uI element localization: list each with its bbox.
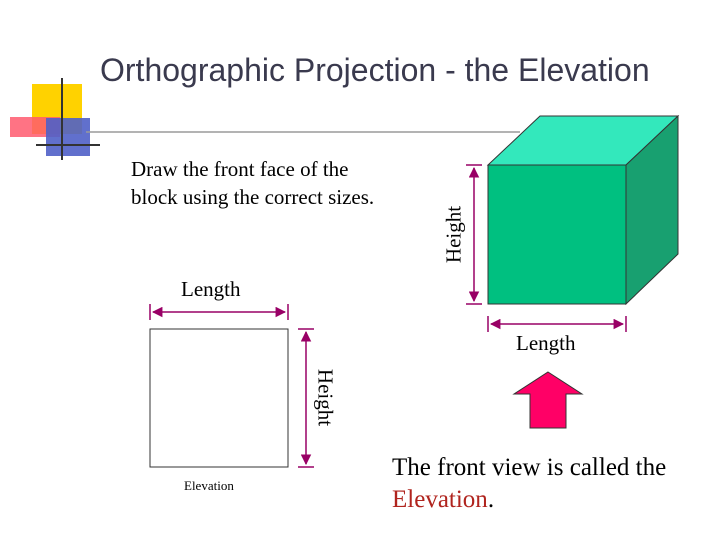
summary-prefix: The front view is called the [392, 454, 667, 481]
blocks-logo-icon [10, 78, 520, 160]
elevation-height-label: Height [313, 368, 338, 427]
up-arrow-icon [512, 371, 584, 429]
summary-highlight: Elevation [392, 486, 488, 513]
cube [486, 114, 680, 306]
drawing-length-dimension [149, 304, 289, 320]
cube-height-label: Height [441, 205, 466, 264]
instruction-text: Draw the front face of the block using t… [131, 157, 375, 209]
cube-front-face [487, 164, 627, 305]
cube-height-dimension [466, 164, 482, 305]
view-length-label: Length [516, 331, 576, 355]
elevation-caption: Elevation [184, 478, 234, 493]
summary-suffix: . [487, 486, 495, 513]
elevation-height-dimension [298, 328, 314, 468]
summary-text: The front view is called the Elevation. [392, 452, 712, 516]
drawing-length-label: Length [181, 277, 241, 301]
cube-length-dimension [487, 316, 627, 332]
slide-title: Orthographic Projection - the Elevation [100, 52, 650, 88]
elevation-box [149, 328, 289, 468]
